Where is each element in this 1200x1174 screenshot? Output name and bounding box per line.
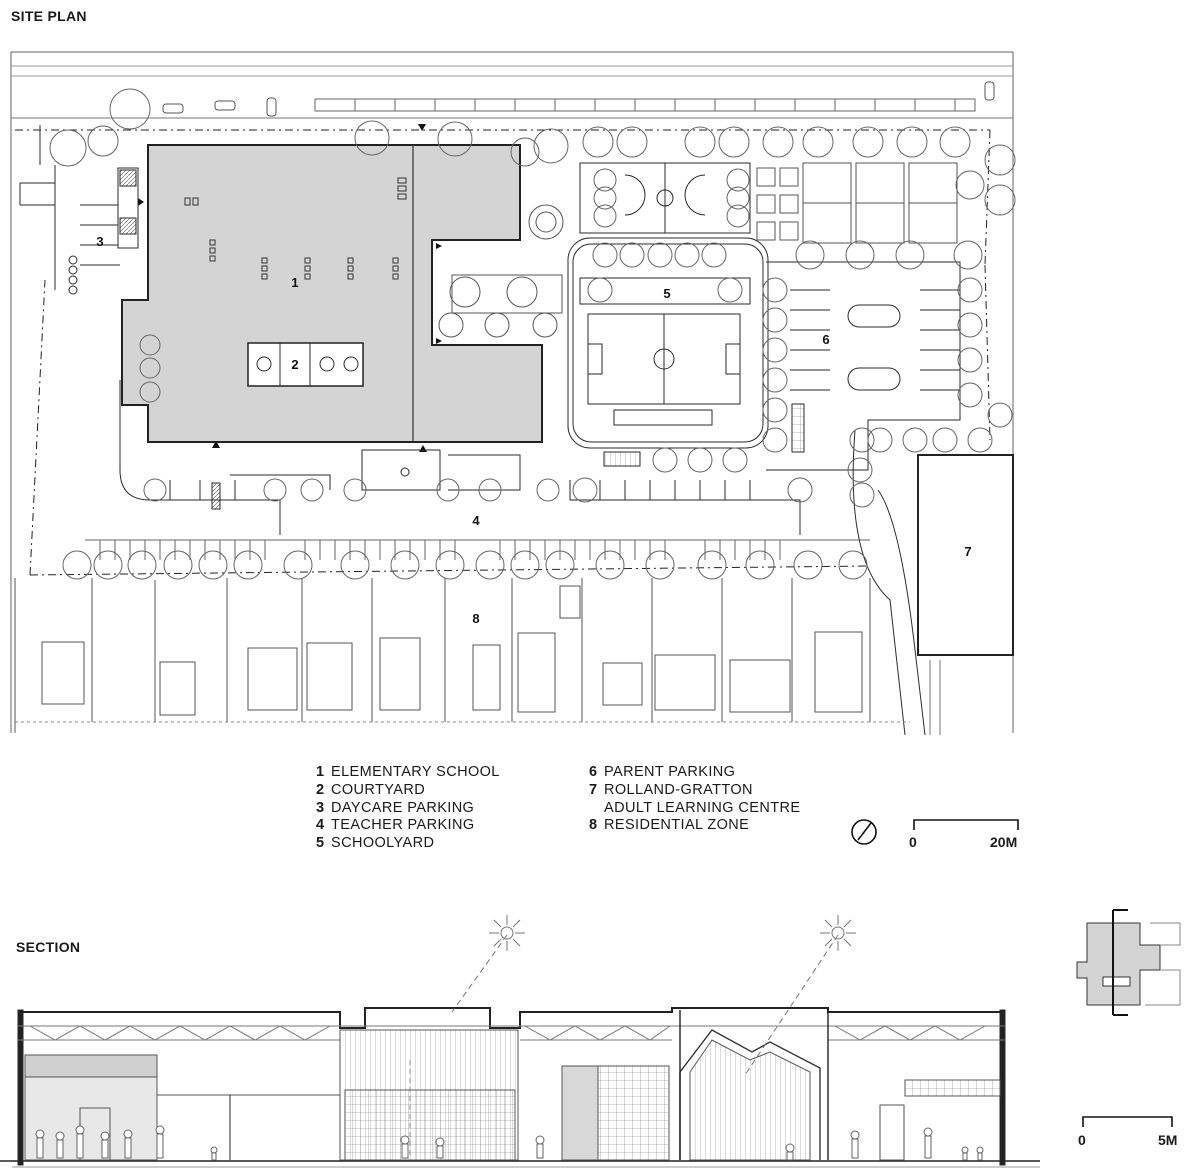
key-plan-icon xyxy=(1076,909,1181,1016)
teacher-parking xyxy=(85,380,870,560)
north-arrow-icon xyxy=(851,819,877,845)
elementary-school-building xyxy=(121,144,543,443)
site-scale-bar xyxy=(913,819,1019,830)
zone-label-6: 6 xyxy=(822,332,829,347)
section-scale-bar xyxy=(1082,1116,1173,1127)
street-cars xyxy=(162,81,995,117)
zone-label-4: 4 xyxy=(472,513,480,528)
site-scale-end: 20M xyxy=(990,834,1018,850)
street-parking xyxy=(314,98,976,112)
zone-label-8: 8 xyxy=(472,611,479,626)
property-line xyxy=(15,129,991,576)
section-scale-start: 0 xyxy=(1078,1132,1086,1148)
zone-label-5: 5 xyxy=(663,286,670,301)
zone-label-1: 1 xyxy=(291,275,298,290)
section-scale-end: 5M xyxy=(1158,1132,1178,1148)
site-scale-start: 0 xyxy=(909,834,917,850)
access-road xyxy=(852,429,1014,736)
sports-courts xyxy=(756,162,958,244)
inner-trees xyxy=(438,204,564,338)
section-title: SECTION xyxy=(16,939,81,955)
zone-label-2: 2 xyxy=(291,357,298,372)
daycare-parking xyxy=(19,125,139,295)
section-drawing xyxy=(0,934,1040,1168)
trees xyxy=(49,88,1016,580)
rooftop-units xyxy=(184,177,407,280)
site-plan xyxy=(10,51,1016,736)
zone-label-7: 7 xyxy=(964,544,971,559)
zone-label-3: 3 xyxy=(96,234,103,249)
legend-item: ADULT LEARNING CENTRE xyxy=(604,799,801,816)
schoolyard xyxy=(567,162,769,467)
sun-icon xyxy=(489,915,525,951)
parent-parking xyxy=(766,261,961,471)
site-plan-title: SITE PLAN xyxy=(11,8,87,24)
sun-icon xyxy=(820,915,856,951)
residential-zone xyxy=(14,578,910,733)
courtyard xyxy=(247,342,364,387)
